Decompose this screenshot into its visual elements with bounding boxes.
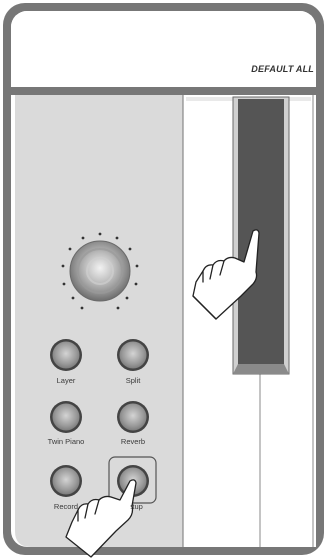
twin-piano-button <box>50 401 82 433</box>
record-button <box>50 465 82 497</box>
reverb-button <box>117 401 149 433</box>
mode-label: DEFAULT ALL <box>251 64 314 74</box>
control-panel <box>15 95 183 547</box>
black-key-face <box>238 99 284 364</box>
reverb-button-label: Reverb <box>103 437 163 446</box>
layer-button-label: Layer <box>36 376 96 385</box>
layer-button <box>50 339 82 371</box>
split-button-label: Split <box>103 376 163 385</box>
header-area <box>11 11 316 91</box>
record-button-label: Record <box>36 502 96 511</box>
split-button <box>117 339 149 371</box>
twin-piano-button-label: Twin Piano <box>36 437 96 446</box>
